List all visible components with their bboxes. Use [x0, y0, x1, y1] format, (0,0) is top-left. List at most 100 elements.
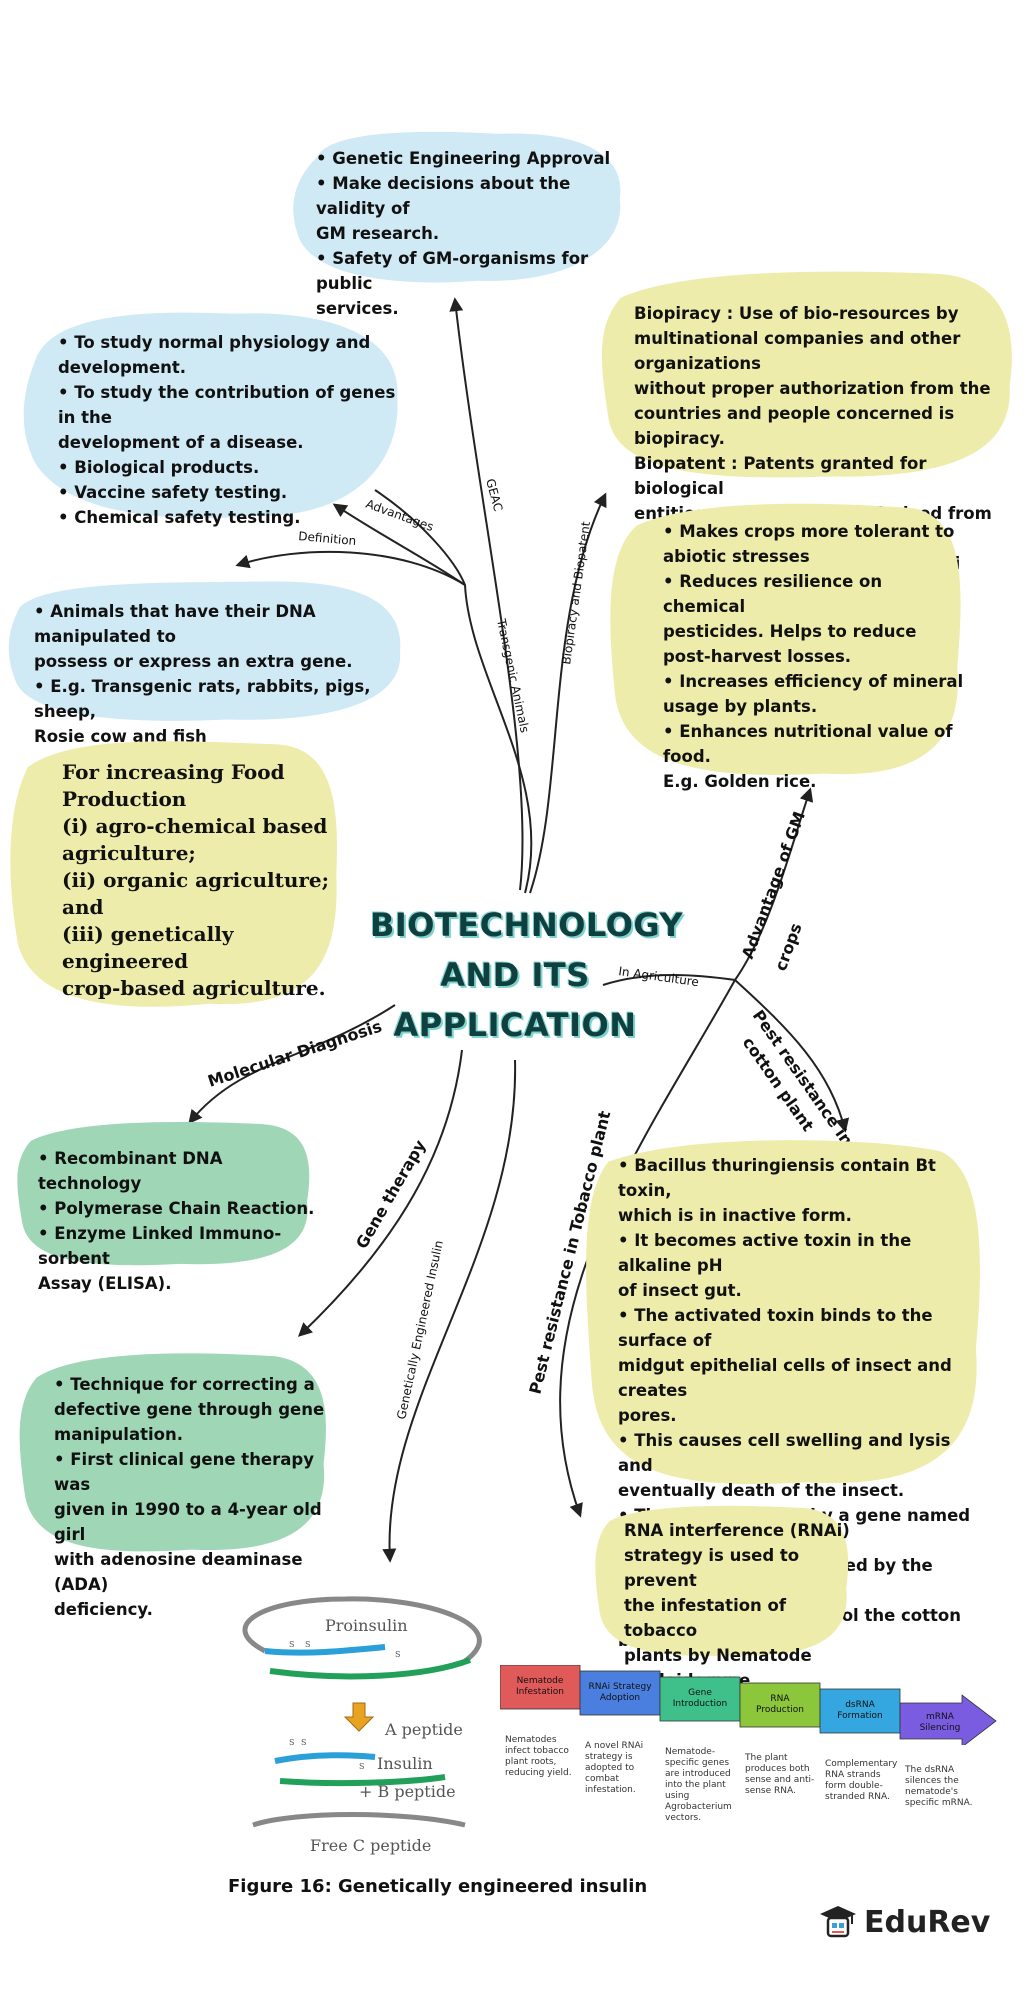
definition-box: • Animals that have their DNA manipulate… — [8, 577, 408, 746]
figure-caption: Figure 16: Genetically engineered insuli… — [228, 1876, 648, 1897]
bt-line-1: • Bacillus thuringiensis contain Bt toxi… — [618, 1156, 936, 1200]
biopiracy-line-3: without proper authorization from the — [634, 379, 991, 398]
rnai-step-label: Formation — [837, 1711, 882, 1721]
rnai-step-label: Adoption — [600, 1693, 640, 1703]
connector-biopiracy — [529, 492, 607, 894]
gene-therapy-line-7: deficiency. — [54, 1600, 153, 1619]
gene-therapy-line-3: manipulation. — [54, 1425, 183, 1444]
advantages-line-3: • To study the contribution of genes in … — [58, 383, 396, 427]
molecular-line-3: • Enzyme Linked Immuno-sorbent — [38, 1224, 282, 1268]
free-c-peptide-label: Free C peptide — [310, 1836, 431, 1855]
biopiracy-box: Biopiracy : Use of bio-resources by mult… — [600, 265, 1018, 573]
bt-line-3: • It becomes active toxin in the alkalin… — [618, 1231, 912, 1275]
connector-molecular — [188, 1004, 396, 1125]
connector-agriculture — [602, 974, 736, 986]
b-peptide-label: + B peptide — [359, 1782, 456, 1801]
bt-line-2: which is in inactive form. — [618, 1206, 852, 1225]
bt-line-4: of insect gut. — [618, 1281, 742, 1300]
rnai-step-label: RNAi Strategy — [588, 1682, 652, 1692]
rnai-step-description: Complementary RNA strands form double-st… — [825, 1759, 898, 1802]
definition-line-3: • E.g. Transgenic rats, rabbits, pigs, s… — [34, 677, 371, 721]
rnai-step-box — [659, 1676, 741, 1722]
insulin-label: Insulin — [377, 1754, 433, 1773]
geac-line-1: • Genetic Engineering Approval — [316, 149, 611, 168]
connector-transgenic — [374, 489, 533, 894]
biopiracy-line-5: Biopatent : Patents granted for biologic… — [634, 454, 927, 498]
geac-line-3: GM research. — [316, 224, 440, 243]
label-biopiracy: Biopiracy and Biopatent — [559, 520, 593, 665]
gene-therapy-line-5: given in 1990 to a 4-year old girl — [54, 1500, 322, 1544]
proinsulin-label: Proinsulin — [325, 1616, 408, 1635]
molecular-line-2: • Polymerase Chain Reaction. — [38, 1199, 315, 1218]
free-c-peptide-chain — [252, 1812, 466, 1828]
insulin-diagram: Proinsulin S S S A peptide S S S Insulin… — [242, 1596, 482, 1855]
connector-advantages — [332, 503, 466, 586]
rnai-step-description: The dsRNA silences the nematode's specif… — [905, 1765, 973, 1808]
title-line-1: BIOTECHNOLOGY — [370, 906, 684, 944]
s-mark-2: S — [305, 1640, 310, 1649]
proinsulin-blue-chain — [264, 1644, 386, 1656]
s-mark-4: S — [289, 1738, 294, 1747]
food-line-4: agriculture; — [62, 841, 196, 865]
rnai-step-box — [500, 1665, 581, 1710]
rnai-step-box — [819, 1688, 901, 1734]
rnai-step-label: Introduction — [673, 1699, 728, 1709]
label-crops: crops — [771, 921, 806, 974]
rnai-step-box — [899, 1694, 997, 1745]
rnai-line-4: plants by Nematode — [624, 1646, 812, 1665]
geac-box: • Genetic Engineering Approval • Make de… — [290, 124, 630, 318]
s-mark-6: S — [359, 1762, 364, 1771]
connector-pest-cotton — [734, 979, 850, 1133]
connector-insulin — [382, 1059, 517, 1563]
rnai-step-description: The plant produces both sense and anti-s… — [745, 1753, 815, 1796]
title-line-3: APPLICATION — [393, 1006, 637, 1044]
biopiracy-line-1: Biopiracy : Use of bio-resources by — [634, 304, 959, 323]
food-line-5: (ii) organic agriculture; — [62, 868, 330, 892]
molecular-line-4: Assay (ELISA). — [38, 1274, 172, 1293]
gene-therapy-line-6: with adenosine deaminase (ADA) — [54, 1550, 303, 1594]
gm-line-9: E.g. Golden rice. — [663, 772, 817, 791]
food-line-2: Production — [62, 787, 187, 811]
rnai-step-label: Nematode — [517, 1676, 564, 1686]
rnai-step-box — [739, 1682, 821, 1728]
gm-crops-box: • Makes crops more tolerant to abiotic s… — [608, 497, 968, 791]
food-line-3: (i) agro-chemical based — [62, 814, 328, 838]
biopiracy-line-2: multinational companies and other organi… — [634, 329, 961, 373]
logo-text: EduRev — [864, 1904, 991, 1940]
advantages-line-7: • Chemical safety testing. — [58, 508, 301, 527]
s-mark-1: S — [289, 1640, 294, 1649]
rnai-line-2: strategy is used to prevent — [624, 1546, 800, 1590]
gm-line-3: • Reduces resilience on chemical — [663, 572, 883, 616]
label-insulin: Genetically Engineered Insulin — [394, 1239, 446, 1420]
bt-line-6: midgut epithelial cells of insect and cr… — [618, 1356, 952, 1400]
central-title: BIOTECHNOLOGY AND ITS APPLICATION — [370, 900, 684, 1050]
molecular-line-1: • Recombinant DNA technology — [38, 1149, 223, 1193]
bt-line-7: pores. — [618, 1406, 677, 1425]
advantages-line-6: • Vaccine safety testing. — [58, 483, 288, 502]
gm-line-8: • Enhances nutritional value of food. — [663, 722, 953, 766]
bt-line-5: • The activated toxin binds to the surfa… — [618, 1306, 933, 1350]
connector-geac — [449, 297, 524, 891]
food-line-8: crop-based agriculture. — [62, 976, 326, 1000]
gm-line-6: • Increases efficiency of mineral — [663, 672, 964, 691]
geac-line-4: • Safety of GM-organisms for public — [316, 249, 589, 293]
gene-therapy-line-2: defective gene through gene — [54, 1400, 325, 1419]
definition-line-1: • Animals that have their DNA manipulate… — [34, 602, 316, 646]
rnai-step-label: Infestation — [516, 1687, 564, 1697]
rnai-step-description: A novel RNAi strategy is adopted to comb… — [585, 1741, 644, 1795]
rnai-line-1: RNA interference (RNAi) — [624, 1521, 850, 1540]
bt-line-8: • This causes cell swelling and lysis an… — [618, 1431, 951, 1475]
advantages-line-5: • Biological products. — [58, 458, 260, 477]
gm-line-2: abiotic stresses — [663, 547, 810, 566]
a-peptide-label: A peptide — [384, 1720, 463, 1739]
advantages-line-4: development of a disease. — [58, 433, 304, 452]
rnai-step-label: mRNA — [926, 1712, 955, 1722]
label-definition: Definition — [298, 529, 357, 548]
s-mark-3: S — [395, 1650, 400, 1659]
gene-therapy-line-1: • Technique for correcting a — [54, 1375, 315, 1394]
rnai-step-label: Silencing — [920, 1723, 961, 1733]
gm-line-4: pesticides. Helps to reduce — [663, 622, 917, 641]
food-line-1: For increasing Food — [62, 760, 285, 784]
down-arrow-icon — [343, 1702, 375, 1732]
